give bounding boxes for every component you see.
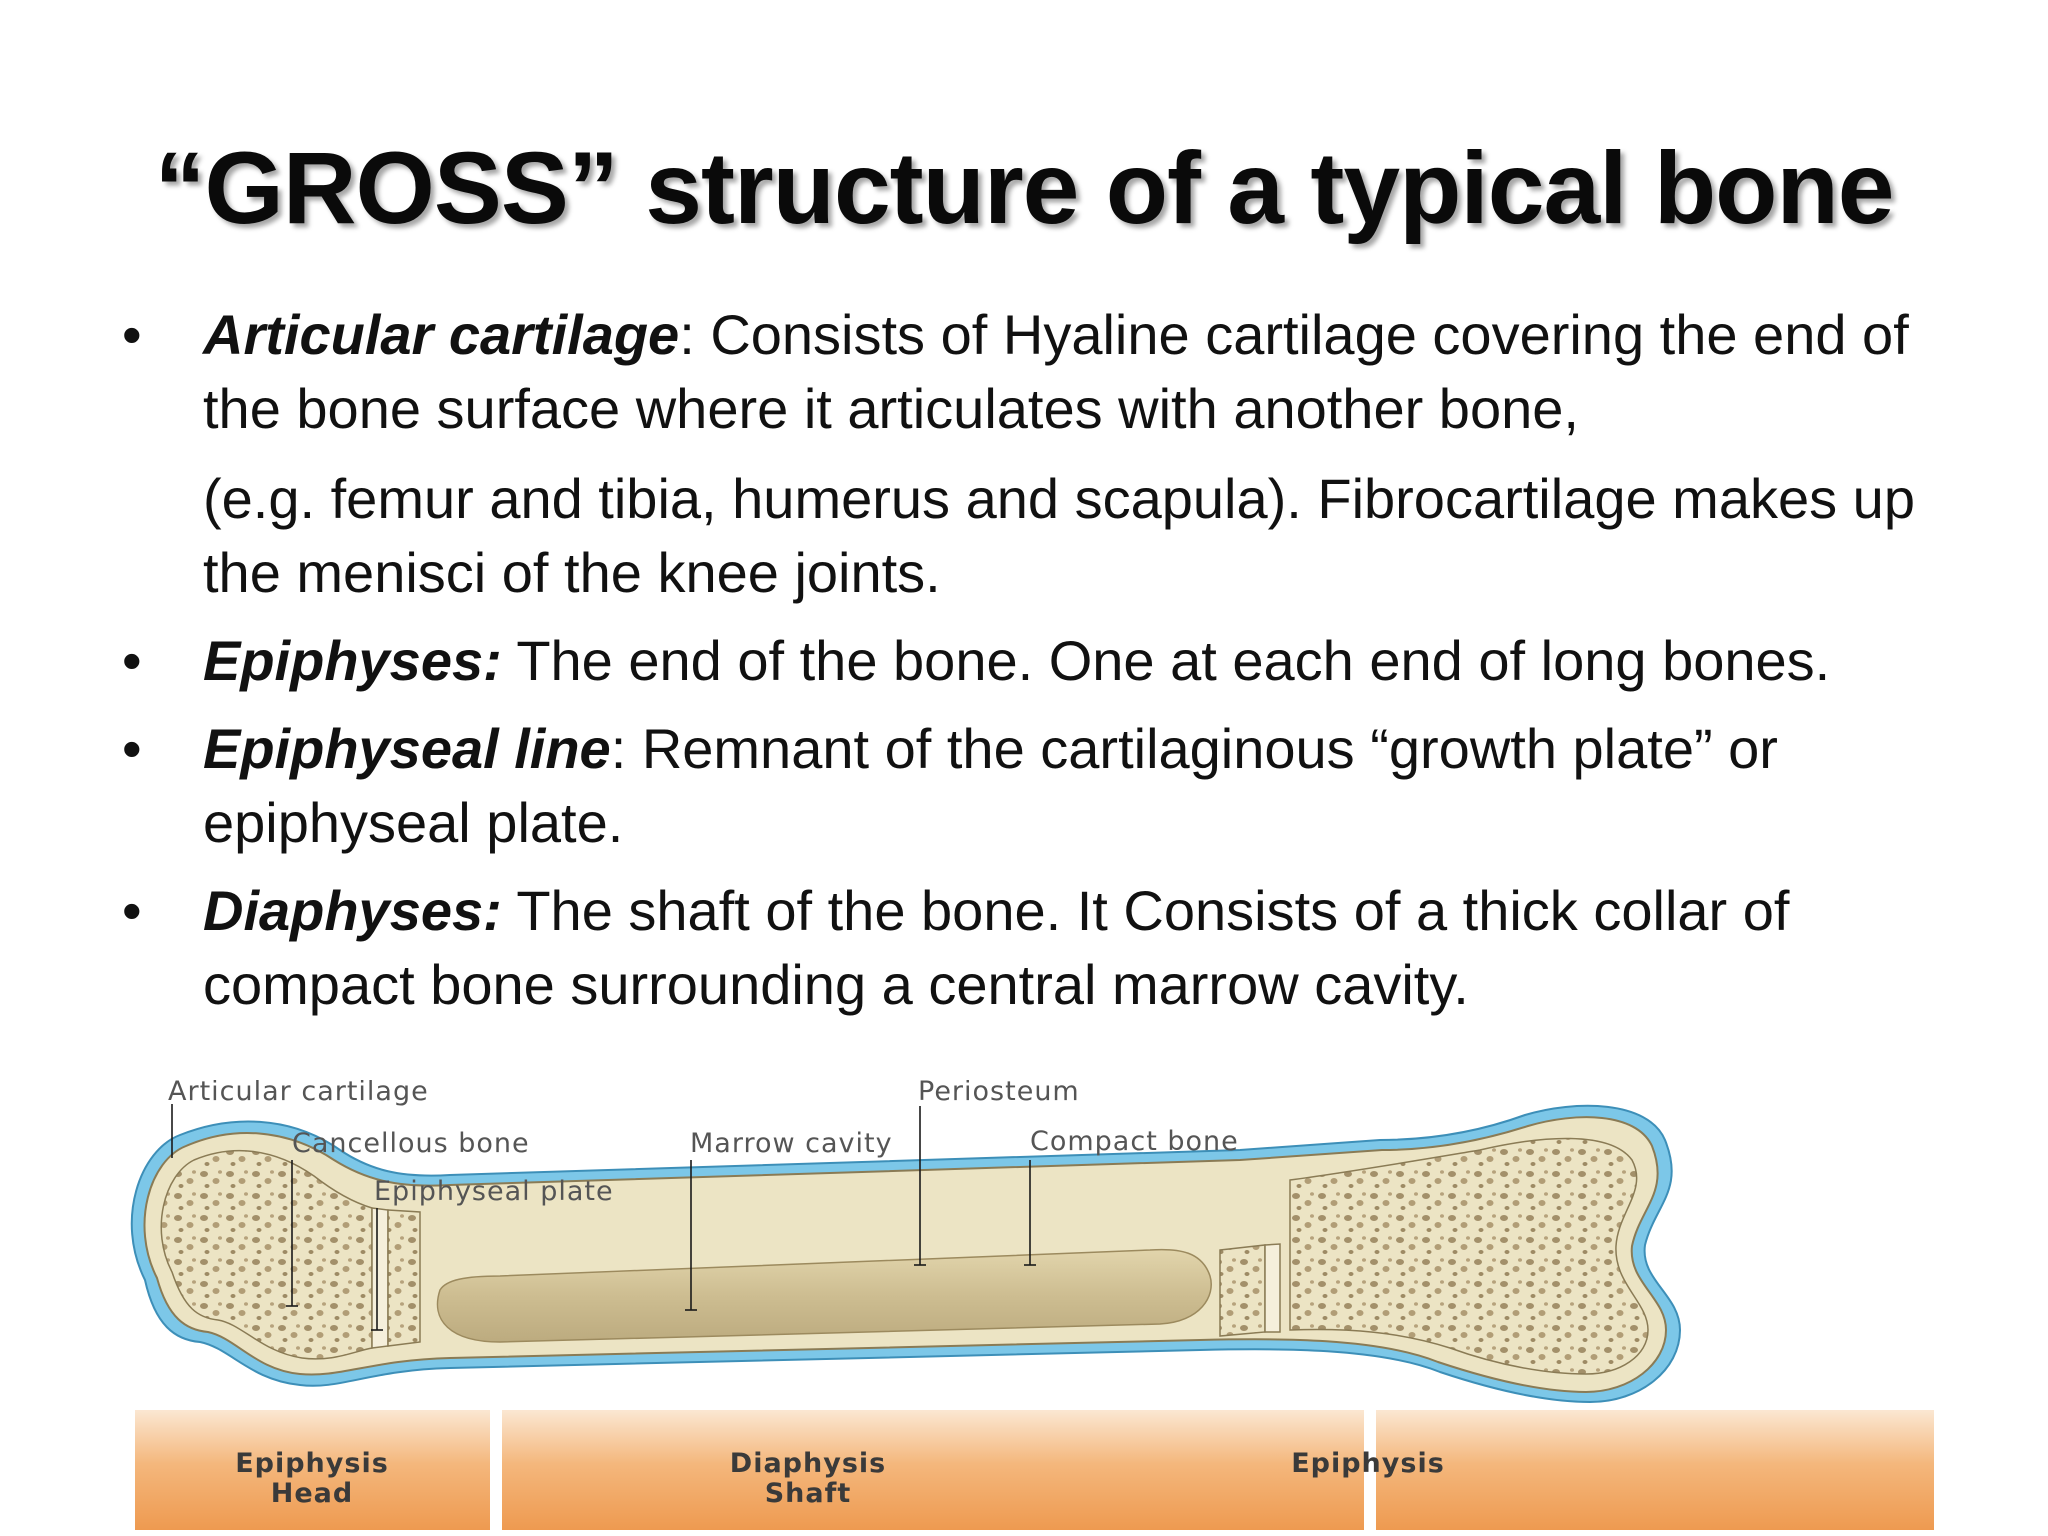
bullet-text-continued: (e.g. femur and tibia, humerus and scapu… bbox=[203, 467, 1915, 604]
label-periosteum: Periosteum bbox=[918, 1080, 1080, 1107]
cancellous-bone-end bbox=[1289, 1137, 1649, 1375]
bullet-text: Consists of Hyaline cartilage covering t… bbox=[203, 303, 1909, 440]
bullet-separator: : bbox=[679, 303, 695, 366]
bullet-term: Diaphyses: bbox=[203, 879, 502, 942]
cancellous-bone-neck bbox=[387, 1209, 421, 1347]
bullet-term: Epiphyses: bbox=[203, 629, 502, 692]
cancellous-bone-distal-inner bbox=[1219, 1244, 1266, 1337]
marrow-cavity bbox=[436, 1248, 1212, 1343]
label-compact-bone: Compact bone bbox=[1030, 1126, 1239, 1157]
bullet-term: Epiphyseal line bbox=[203, 717, 611, 780]
bullet-separator: : bbox=[610, 717, 627, 780]
epiphyseal-plate-distal bbox=[1264, 1243, 1281, 1333]
leader-lines bbox=[171, 1104, 1036, 1331]
region-end-title: Epiphysis bbox=[1291, 1448, 1445, 1479]
long-bone-diagram: Articular cartilage Cancellous bone Epip… bbox=[130, 1080, 1934, 1530]
region-head-subtitle: Head bbox=[271, 1478, 353, 1509]
epiphyseal-plate-proximal bbox=[371, 1207, 389, 1349]
bullet-dot-icon: • bbox=[122, 629, 142, 692]
region-head-title: Epiphysis bbox=[235, 1448, 389, 1479]
slide-title: “GROSS” structure of a typical bone bbox=[154, 131, 1895, 245]
bullet-diaphyses: • Diaphyses: The shaft of the bone. It C… bbox=[118, 874, 1998, 1022]
label-marrow-cavity: Marrow cavity bbox=[690, 1128, 893, 1159]
label-cancellous-bone: Cancellous bone bbox=[292, 1128, 530, 1159]
label-articular-cartilage: Articular cartilage bbox=[168, 1080, 429, 1107]
region-shaft-title: Diaphysis bbox=[730, 1448, 886, 1479]
bullet-dot-icon: • bbox=[122, 303, 142, 366]
bullet-dot-icon: • bbox=[122, 717, 142, 780]
region-shaft-subtitle: Shaft bbox=[765, 1478, 852, 1509]
label-epiphyseal-plate: Epiphyseal plate bbox=[374, 1176, 614, 1207]
bullet-epiphyseal-line: • Epiphyseal line: Remnant of the cartil… bbox=[118, 712, 1998, 860]
region-band-head bbox=[135, 1410, 490, 1530]
bullet-term: Articular cartilage bbox=[203, 303, 680, 366]
bullet-text: The shaft of the bone. It Consists of a … bbox=[203, 879, 1790, 1016]
cancellous-bone-head bbox=[160, 1149, 373, 1360]
bullet-epiphyses: • Epiphyses: The end of the bone. One at… bbox=[118, 624, 1998, 698]
bullet-list: • Articular cartilage: Consists of Hyali… bbox=[118, 298, 1998, 1036]
bullet-text: The end of the bone. One at each end of … bbox=[501, 629, 1831, 692]
bullet-articular-cartilage: • Articular cartilage: Consists of Hyali… bbox=[118, 298, 1998, 610]
bullet-text: Remnant of the cartilaginous “growth pla… bbox=[203, 717, 1778, 854]
region-band-end bbox=[1376, 1410, 1934, 1530]
region-band-shaft bbox=[502, 1410, 1364, 1530]
bullet-dot-icon: • bbox=[122, 879, 142, 942]
